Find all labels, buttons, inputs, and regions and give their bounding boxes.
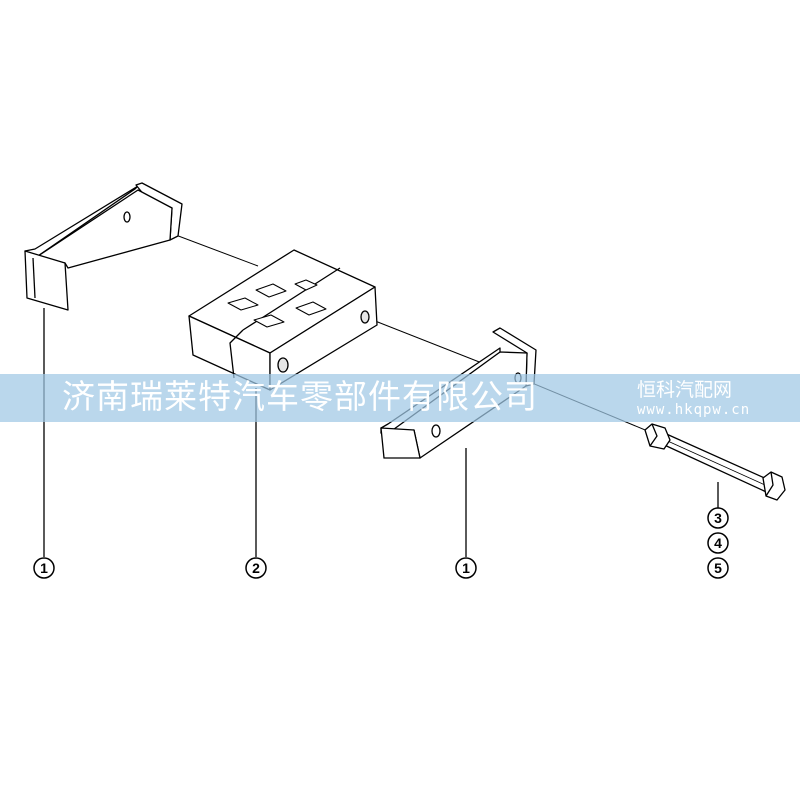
left-bracket-hole [123, 211, 131, 223]
nut-edge [649, 423, 658, 447]
block-split-line [229, 329, 244, 379]
right-bracket-hole-front [431, 424, 441, 438]
callout-label: 1 [40, 560, 48, 576]
callout-circle [245, 557, 267, 579]
callout-circle [707, 557, 729, 579]
callout-circle [707, 507, 729, 529]
block-hole-side [360, 310, 370, 324]
diamond-1 [227, 297, 259, 311]
callout-bolt-b: 4 [707, 532, 729, 554]
callout-left-bracket: 1 [33, 557, 55, 579]
left-bracket-edge [32, 257, 36, 299]
diamond-5 [294, 279, 318, 291]
callout-label: 3 [714, 510, 722, 526]
watermark-company-name: 济南瑞莱特汽车零部件有限公司 [62, 377, 538, 416]
callout-label: 1 [462, 560, 470, 576]
diamond-4 [295, 301, 327, 316]
left-bracket [24, 182, 183, 311]
callout-label: 2 [252, 560, 260, 576]
callout-circle [707, 532, 729, 554]
callout-bolt-c: 5 [707, 557, 729, 579]
diamond-2 [255, 283, 287, 298]
bolt-head-edge [765, 471, 774, 497]
callout-circle [455, 557, 477, 579]
block-hole-front [277, 357, 289, 373]
diamond-3 [253, 314, 285, 328]
diamond-pattern [227, 279, 327, 328]
watermark-band [0, 374, 800, 422]
nut [644, 423, 671, 450]
watermark-site-name: 恒科汽配网 [637, 379, 733, 401]
right-bracket-front-flange [380, 427, 421, 459]
bolt-shank-center [660, 437, 777, 491]
callout-circle [33, 557, 55, 579]
callout-block: 2 [245, 557, 267, 579]
callout-right-bracket: 1 [455, 557, 477, 579]
callouts: 1 2 1 3 4 5 [33, 507, 729, 579]
callout-bolt-a: 3 [707, 507, 729, 529]
left-bracket-web [34, 189, 173, 269]
bolt-assembly [644, 423, 786, 501]
left-bracket-front-flange [24, 250, 69, 311]
callout-label: 4 [714, 535, 722, 551]
rubber-block [188, 249, 378, 391]
watermark-site-url: www.hkqpw.cn [637, 402, 751, 418]
callout-label: 5 [714, 560, 722, 576]
